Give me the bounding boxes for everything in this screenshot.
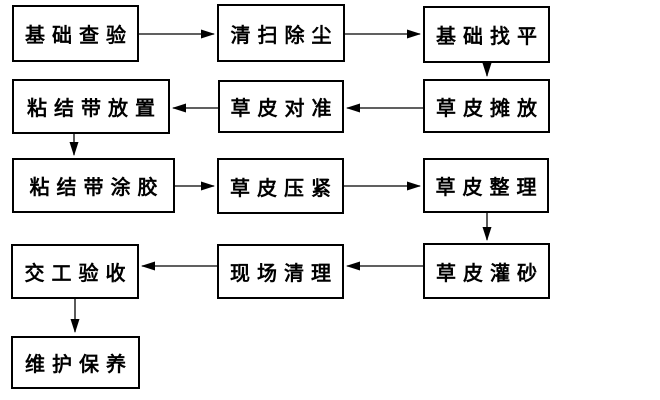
- node-turf-pressing: 草皮压紧: [217, 158, 344, 214]
- node-turf-sand-filling: 草皮灌砂: [423, 243, 550, 299]
- node-turf-trimming: 草皮整理: [423, 158, 549, 213]
- node-label: 草皮整理: [435, 175, 544, 199]
- node-label: 交工验收: [24, 261, 133, 285]
- node-label: 维护保养: [25, 352, 133, 376]
- node-site-cleanup: 现场清理: [217, 244, 344, 299]
- node-label: 粘结带放置: [27, 96, 162, 120]
- node-foundation-inspection: 基础查验: [12, 5, 139, 62]
- node-turf-alignment: 草皮对准: [218, 80, 344, 133]
- node-turf-laying-out: 草皮摊放: [423, 79, 550, 133]
- node-label: 基础查验: [25, 23, 133, 47]
- node-label: 基础找平: [436, 24, 544, 48]
- node-bonding-tape-gluing: 粘结带涂胶: [12, 158, 175, 213]
- node-label: 草皮摊放: [436, 95, 544, 120]
- node-label: 草皮对准: [230, 96, 339, 120]
- node-maintenance-upkeep: 维护保养: [11, 336, 140, 389]
- node-foundation-leveling: 基础找平: [423, 6, 550, 63]
- node-handover-acceptance: 交工验收: [11, 244, 139, 299]
- node-sweeping-dust-removal: 清扫除尘: [217, 4, 345, 62]
- node-label: 草皮压紧: [230, 175, 338, 200]
- node-label: 草皮灌砂: [436, 260, 544, 285]
- node-bonding-tape-placement: 粘结带放置: [12, 79, 170, 134]
- node-label: 粘结带涂胶: [29, 175, 165, 199]
- node-label: 现场清理: [230, 261, 338, 285]
- node-label: 清扫除尘: [230, 22, 339, 47]
